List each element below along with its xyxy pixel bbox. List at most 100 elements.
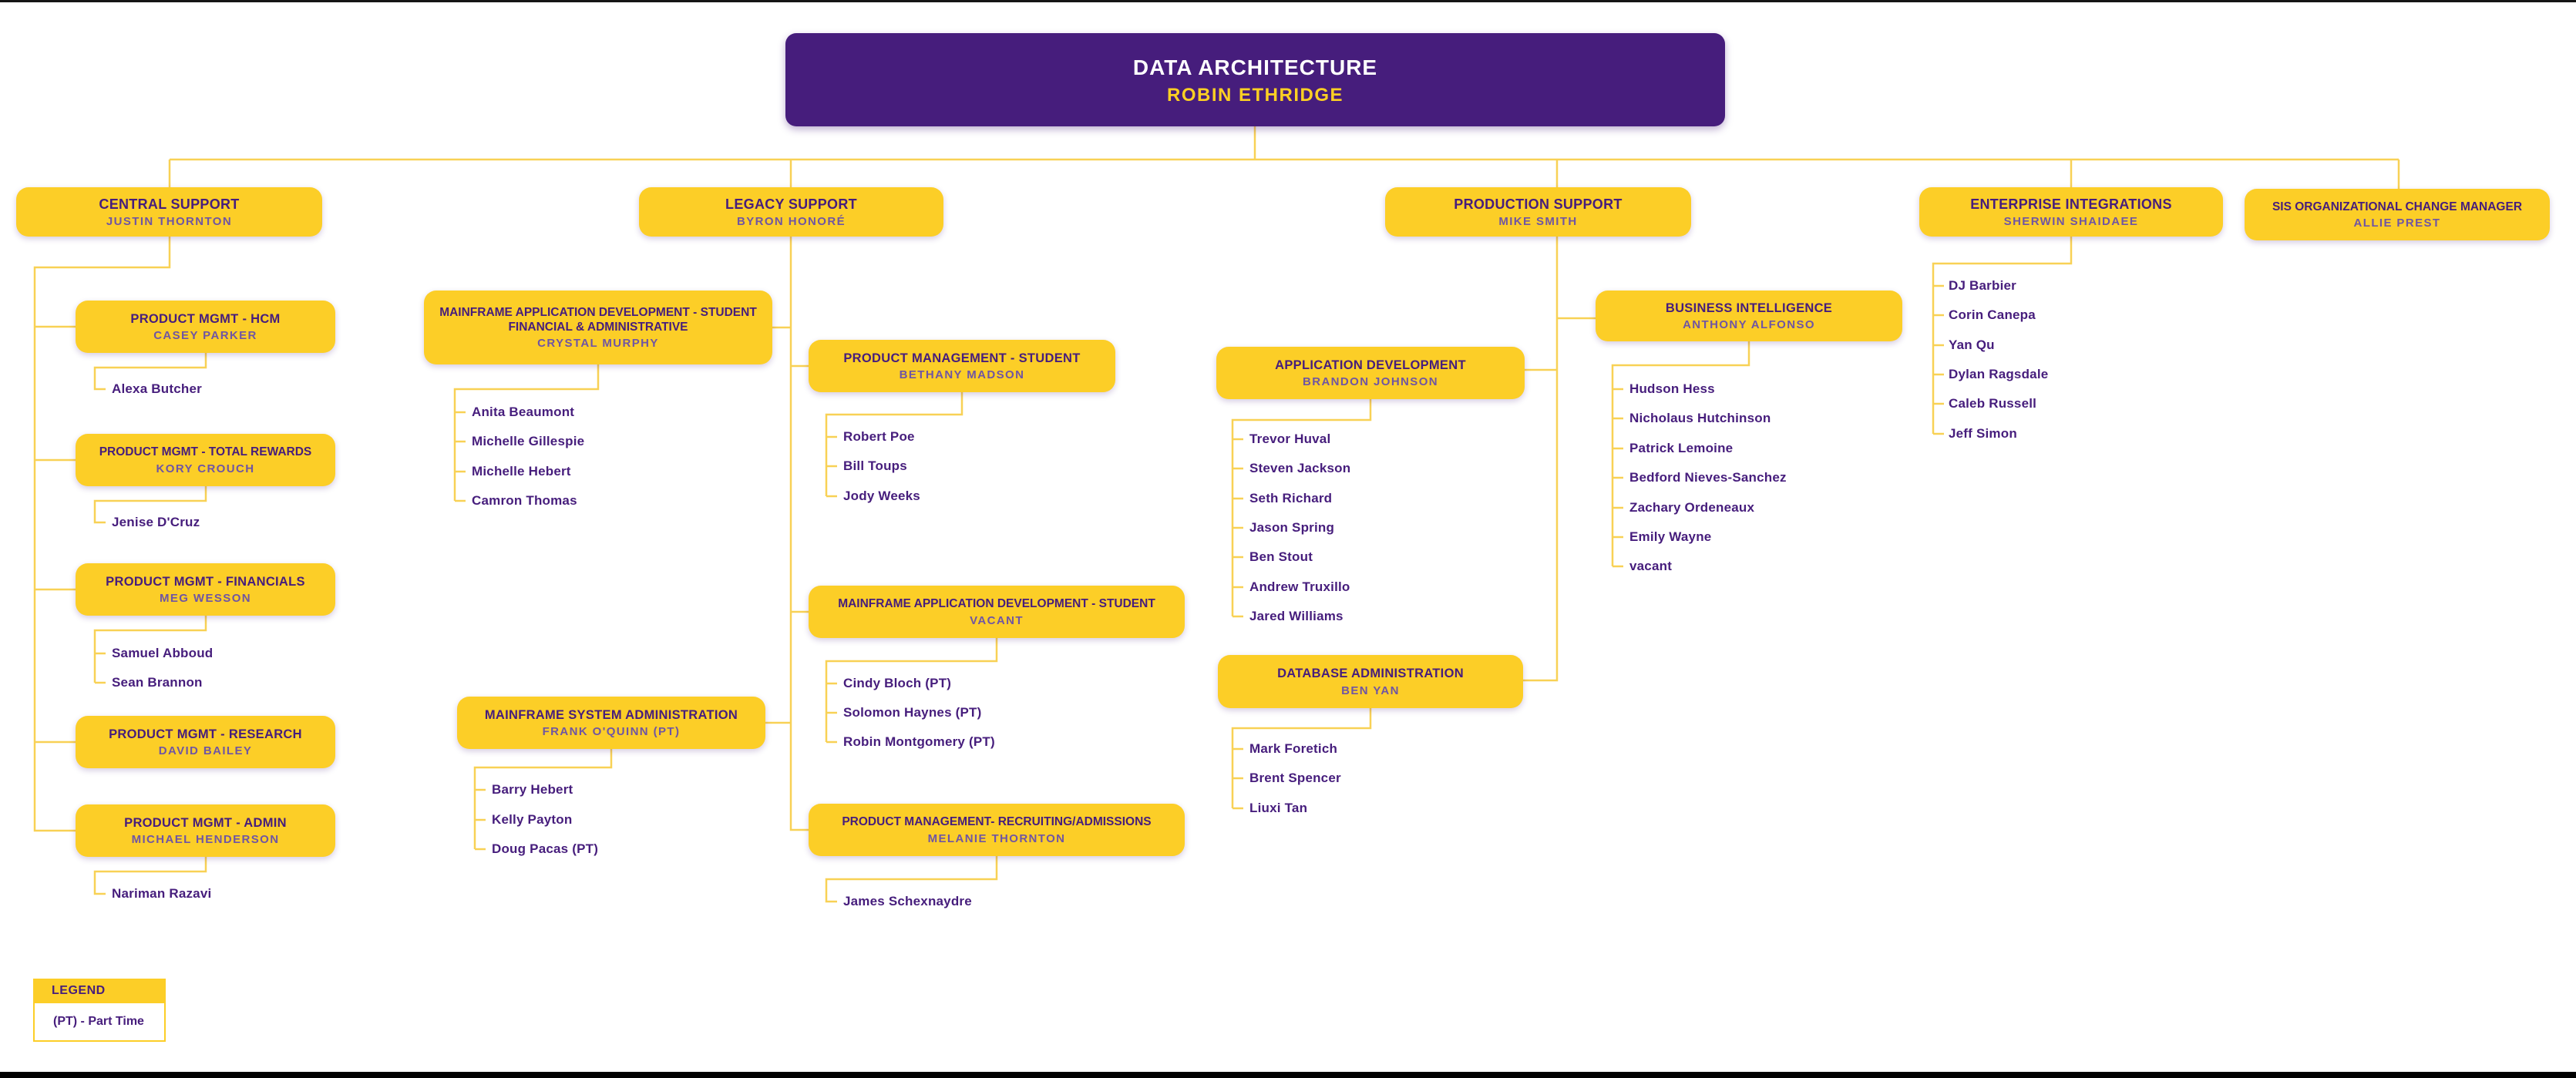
org-box-product-management-recruiting-admissions: PRODUCT MANAGEMENT- RECRUITING/ADMISSION… xyxy=(809,804,1185,856)
central-trunk xyxy=(33,237,171,832)
org-box-person: ROBIN ETHRIDGE xyxy=(1166,84,1343,106)
org-box-title: MAINFRAME APPLICATION DEVELOPMENT - STUD… xyxy=(838,597,1155,611)
legacy-trunk xyxy=(765,237,809,831)
legacy-recruiting-members xyxy=(825,856,998,903)
member-name: Samuel Abboud xyxy=(112,646,214,660)
org-box-title: PRODUCT MGMT - RESEARCH xyxy=(109,727,302,741)
org-box-title: APPLICATION DEVELOPMENT xyxy=(1275,358,1466,372)
member-name: Jared Williams xyxy=(1249,609,1343,623)
org-box-person: BRANDON JOHNSON xyxy=(1302,375,1438,389)
org-box-business-intelligence: BUSINESS INTELLIGENCE ANTHONY ALFONSO xyxy=(1596,290,1902,341)
member-name: Liuxi Tan xyxy=(1249,801,1308,815)
legacy-msa-members xyxy=(473,749,613,851)
member-name: Anita Beaumont xyxy=(472,405,575,419)
org-box-title: DATA ARCHITECTURE xyxy=(1132,55,1378,79)
member-name: Dylan Ragsdale xyxy=(1949,367,2049,381)
member-name: vacant xyxy=(1629,559,1673,573)
member-name: Jody Weeks xyxy=(843,489,920,503)
member-name: Brent Spencer xyxy=(1249,771,1341,785)
member-name: Nicholaus Hutchinson xyxy=(1629,411,1771,425)
production-dba-members xyxy=(1231,708,1372,810)
org-box-person: DAVID BAILEY xyxy=(158,744,253,758)
member-name: Caleb Russell xyxy=(1949,396,2037,411)
member-name: Sean Brannon xyxy=(112,675,203,690)
member-name: James Schexnaydre xyxy=(843,894,972,908)
org-box-product-mgmt-financials: PRODUCT MGMT - FINANCIALS MEG WESSON xyxy=(76,563,335,616)
org-box-title: PRODUCT MANAGEMENT- RECRUITING/ADMISSION… xyxy=(842,815,1152,829)
member-name: Cindy Bloch (PT) xyxy=(843,676,952,690)
legacy-mad-student-members xyxy=(825,638,998,744)
member-name: Andrew Truxillo xyxy=(1249,579,1350,594)
org-box-person: CRYSTAL MURPHY xyxy=(537,337,659,351)
org-box-title: PRODUCT MGMT - HCM xyxy=(130,311,281,326)
org-box-person: FRANK O'QUINN (PT) xyxy=(542,725,681,739)
member-name: Seth Richard xyxy=(1249,491,1333,505)
member-name: Bedford Nieves-Sanchez xyxy=(1629,470,1787,485)
org-box-mainframe-app-dev-student: MAINFRAME APPLICATION DEVELOPMENT - STUD… xyxy=(809,586,1185,638)
member-name: Yan Qu xyxy=(1949,338,1995,352)
org-box-person: BEN YAN xyxy=(1341,683,1400,697)
member-name: Hudson Hess xyxy=(1629,381,1715,396)
org-box-data-architecture: DATA ARCHITECTURE ROBIN ETHRIDGE xyxy=(785,33,1725,126)
member-name: Solomon Haynes (PT) xyxy=(843,705,982,720)
org-box-person: MEG WESSON xyxy=(159,592,251,606)
window-bottom-bar xyxy=(0,1072,2576,1078)
member-name: Camron Thomas xyxy=(472,493,577,508)
org-box-person: BETHANY MADSON xyxy=(899,368,1025,382)
org-box-title: BUSINESS INTELLIGENCE xyxy=(1665,301,1833,315)
member-name: Emily Wayne xyxy=(1629,529,1712,544)
org-box-legacy-support: LEGACY SUPPORT BYRON HONORÉ xyxy=(639,187,943,237)
org-box-mainframe-app-dev-student-financial: MAINFRAME APPLICATION DEVELOPMENT - STUD… xyxy=(424,290,772,364)
org-box-person: BYRON HONORÉ xyxy=(737,215,846,229)
org-box-product-mgmt-total-rewards: PRODUCT MGMT - TOTAL REWARDS KORY CROUCH xyxy=(76,434,335,486)
member-name: DJ Barbier xyxy=(1949,278,2016,293)
org-box-person: MELANIE THORNTON xyxy=(927,831,1066,845)
legacy-crystal-members xyxy=(453,364,600,502)
root-connectors xyxy=(168,126,2400,189)
org-box-application-development: APPLICATION DEVELOPMENT BRANDON JOHNSON xyxy=(1216,347,1525,399)
legend-entry: (PT) - Part Time xyxy=(33,1003,166,1042)
org-box-product-mgmt-hcm: PRODUCT MGMT - HCM CASEY PARKER xyxy=(76,301,335,353)
org-box-title: PRODUCT MGMT - ADMIN xyxy=(124,815,287,830)
central-hcm-members xyxy=(93,353,207,391)
org-box-person: JUSTIN THORNTON xyxy=(106,215,233,229)
member-name: Ben Stout xyxy=(1249,549,1313,564)
member-name: Mark Foretich xyxy=(1249,741,1338,756)
org-box-title: MAINFRAME APPLICATION DEVELOPMENT - STUD… xyxy=(439,305,757,334)
org-box-person: MICHAEL HENDERSON xyxy=(131,833,280,847)
central-admin-members xyxy=(93,857,207,895)
org-box-central-support: CENTRAL SUPPORT JUSTIN THORNTON xyxy=(16,187,322,237)
member-name: Doug Pacas (PT) xyxy=(492,841,599,856)
member-name: Trevor Huval xyxy=(1249,432,1331,446)
member-name: Jeff Simon xyxy=(1949,426,2017,441)
member-name: Patrick Lemoine xyxy=(1629,441,1734,455)
org-box-person: KORY CROUCH xyxy=(156,462,255,475)
org-box-title: DATABASE ADMINISTRATION xyxy=(1277,667,1464,681)
org-box-title: PRODUCT MGMT - FINANCIALS xyxy=(106,574,305,589)
org-box-production-support: PRODUCTION SUPPORT MIKE SMITH xyxy=(1385,187,1691,237)
window-top-border xyxy=(0,0,2576,2)
central-financials-members xyxy=(93,616,207,684)
member-name: Barry Hebert xyxy=(492,782,573,797)
org-box-product-management-student: PRODUCT MANAGEMENT - STUDENT BETHANY MAD… xyxy=(809,340,1115,392)
org-box-person: SHERWIN SHAIDAEE xyxy=(2003,215,2139,229)
org-box-title: LEGACY SUPPORT xyxy=(725,196,857,212)
member-name: Alexa Butcher xyxy=(112,381,202,396)
org-box-title: PRODUCT MANAGEMENT - STUDENT xyxy=(843,351,1081,365)
org-box-title: PRODUCTION SUPPORT xyxy=(1454,196,1623,212)
org-box-person: ALLIE PREST xyxy=(2353,217,2441,230)
member-name: Kelly Payton xyxy=(492,812,573,827)
org-box-product-mgmt-research: PRODUCT MGMT - RESEARCH DAVID BAILEY xyxy=(76,716,335,768)
org-box-title: ENTERPRISE INTEGRATIONS xyxy=(1970,196,2172,212)
production-trunk xyxy=(1523,237,1596,682)
org-box-title: CENTRAL SUPPORT xyxy=(99,196,240,212)
enterprise-members-connector xyxy=(1932,237,2073,435)
member-name: Corin Canepa xyxy=(1949,307,2036,322)
legend-header: LEGEND xyxy=(33,979,166,1003)
org-box-database-administration: DATABASE ADMINISTRATION BEN YAN xyxy=(1218,655,1523,708)
member-name: Jenise D'Cruz xyxy=(112,515,200,529)
org-box-title: MAINFRAME SYSTEM ADMINISTRATION xyxy=(484,707,738,722)
production-appdev-members xyxy=(1231,399,1372,618)
